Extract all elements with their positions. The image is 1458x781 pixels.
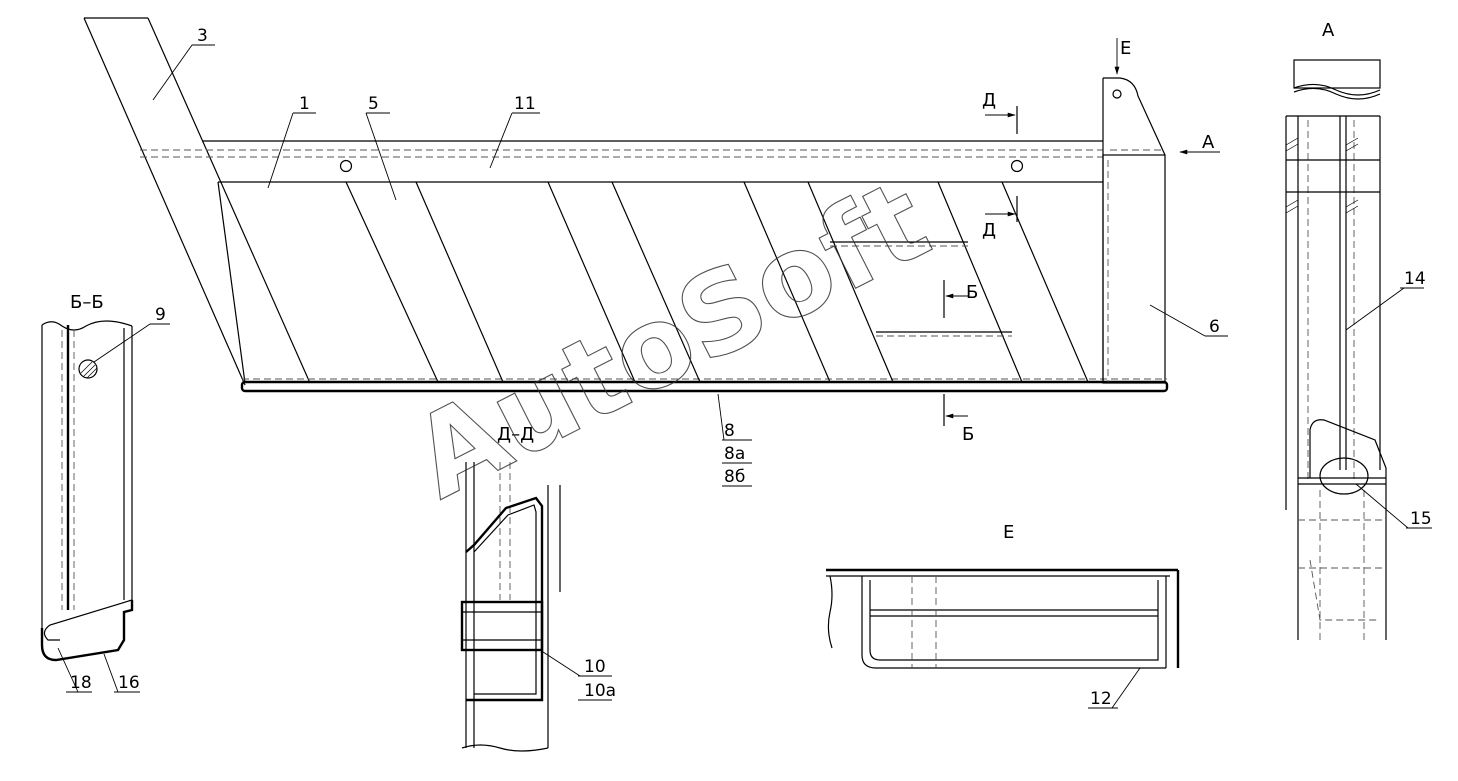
callout-10: 10 [584,657,606,677]
view-a: А [1285,20,1432,640]
weld-hatch [1285,137,1359,214]
callout-5: 5 [368,94,379,114]
callout-12: 12 [1090,689,1112,709]
callout-8b: 8б [724,467,745,487]
callout-9: 9 [155,305,166,325]
marker-e-label: Е [1120,38,1131,59]
callout-11: 11 [514,94,536,114]
callout-8a: 8а [724,444,745,464]
part-6-end-plate [1102,77,1166,384]
callout-14: 14 [1404,269,1426,289]
bracket-hole [1112,89,1122,99]
part-10-clamp [460,600,544,652]
section-markers: Е А Д Д Б Б [943,38,1220,445]
marker-b-top-label: Б [966,282,978,303]
marker-a-label: А [1202,132,1215,153]
part-15-oval [1319,457,1369,495]
callout-15: 15 [1410,509,1432,529]
view-b-b: Б–Б 18 16 9 [40,292,170,693]
hole-left [339,159,353,173]
marker-d-bottom-label: Д [982,220,996,241]
view-d-d: Д–Д 10 10а [460,424,616,752]
main-callouts: 3 1 5 11 6 8 8а 8б [152,26,1228,487]
watermark: AutoSoft [393,155,948,524]
callout-8: 8 [724,421,735,441]
main-view: Е А Д Д Б Б 3 1 5 11 [83,17,1228,487]
part-11-top-rail [140,140,1103,183]
marker-d-top-label: Д [982,90,996,111]
hole-right [1010,159,1024,173]
marker-b-bottom-label: Б [962,424,974,445]
view-b-title: Б–Б [70,292,104,313]
view-e: Е 12 [826,522,1180,709]
part-9-bar [78,359,98,379]
callout-10a: 10а [584,681,616,701]
callout-16: 16 [118,673,140,693]
view-e-title: Е [1003,522,1014,543]
main-panel [217,181,1169,393]
part-8-bottom-edge [240,380,1169,393]
callout-18: 18 [70,673,92,693]
callout-6: 6 [1209,317,1220,337]
view-d-title: Д–Д [497,424,534,445]
callout-1: 1 [299,94,310,114]
callout-3: 3 [197,26,208,46]
view-a-title: А [1322,20,1335,41]
part-3-strut [83,17,311,386]
